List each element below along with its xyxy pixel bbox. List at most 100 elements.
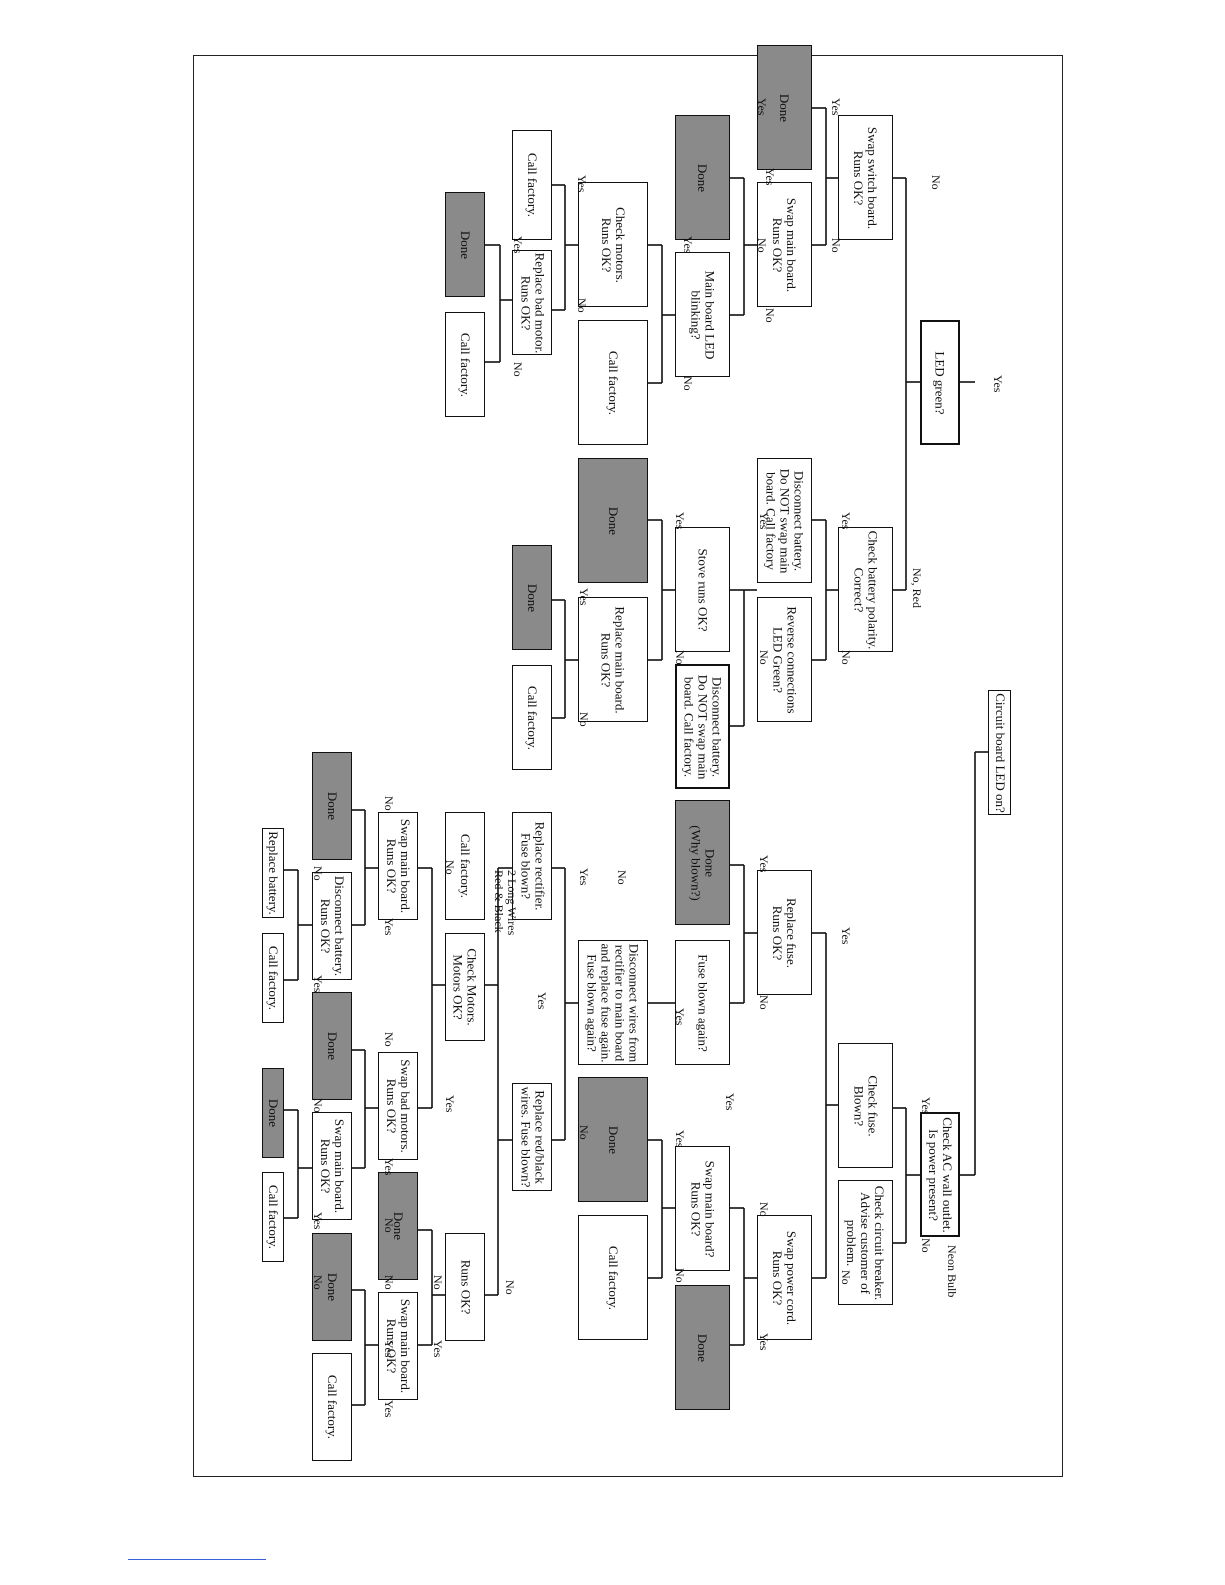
flow-node-swap-main-2: Swap main board? Runs OK? (675, 1146, 730, 1271)
flow-node-text: Check AC wall outlet. Is power present? (926, 1116, 956, 1233)
flow-node-text: Swap switch board. Runs OK? (851, 126, 881, 229)
flow-node-text: Check fuse. Blown? (851, 1074, 881, 1137)
branch-label: No (503, 1280, 517, 1295)
flow-node-call-factory-6: Call factory. (578, 1215, 648, 1340)
flow-node-text: Done (695, 163, 711, 192)
branch-label: No (757, 1202, 771, 1217)
flow-node-done-2: Done (675, 115, 730, 240)
footer-rule (128, 1559, 266, 1560)
flow-node-text: Done (457, 230, 473, 259)
flow-node-replace-main: Replace main board. Runs OK? (578, 597, 648, 722)
branch-label: No (577, 712, 591, 727)
flow-node-swap-main-1: Swap main board. Runs OK? (757, 182, 812, 307)
branch-label: Neon Bulb (945, 1245, 959, 1298)
branch-label: Yes (535, 992, 549, 1010)
flow-node-check-motors: Check motors. Runs OK? (578, 182, 648, 307)
flow-node-swap-main-4: Swap main board. Runs OK? (312, 1112, 352, 1220)
flow-node-text: Call factory. (266, 945, 282, 1011)
flow-node-reverse-connections: Reverse connections LED Green? (757, 597, 812, 722)
branch-label: Yes (575, 175, 589, 193)
branch-label: Yes (763, 168, 777, 186)
flow-node-text: Swap power cord. Runs OK? (770, 1230, 800, 1325)
flow-node-replace-bad-motor: Replace bad motor. Runs OK? (512, 250, 552, 355)
branch-label: Yes (829, 98, 843, 116)
branch-label: Yes (681, 236, 695, 254)
flow-node-text: Replace battery. (266, 831, 281, 915)
branch-label: Yes (311, 975, 325, 993)
flow-node-text: Done (324, 1031, 340, 1061)
diagram-frame (193, 55, 1063, 1477)
flow-node-text: Runs OK? (458, 1259, 473, 1315)
flow-node-text: Check Motors. Motors OK? (451, 948, 480, 1026)
flow-node-text: Check motors. Runs OK? (599, 206, 629, 283)
branch-label: Yes (991, 375, 1005, 393)
flow-node-text: Done (605, 506, 621, 535)
flow-node-done-3: Done (445, 192, 485, 297)
flow-node-swap-main-5: Swap main board. Runs OK? (378, 1292, 418, 1400)
branch-label: No (431, 1275, 445, 1290)
flow-node-text: Done (Why blown?) (688, 824, 718, 901)
flow-node-text: Replace bad motor. Runs OK? (518, 252, 547, 353)
branch-label: No (311, 1098, 325, 1113)
branch-label: Yes (673, 1008, 687, 1026)
branch-label: Yes (382, 918, 396, 936)
flow-node-swap-switch: Swap switch board. Runs OK? (838, 115, 893, 240)
flow-node-done-8: Done (312, 752, 352, 860)
flow-node-call-factory-8: Call factory. (262, 933, 284, 1023)
flow-node-replace-fuse: Replace fuse. Runs OK? (757, 870, 812, 995)
flow-node-text: Call factory. (605, 1245, 621, 1310)
branch-label: No (311, 1275, 325, 1290)
flow-node-call-factory-2: Call factory. (512, 130, 552, 240)
branch-label: No (443, 860, 457, 875)
flow-node-done-9: Done (312, 992, 352, 1100)
flow-node-stove-runs: Stove runs OK? (675, 527, 730, 652)
flow-node-text: Call factory. (325, 1374, 341, 1440)
branch-label: No (615, 870, 629, 885)
flow-node-done-10: Done (262, 1068, 284, 1158)
branch-label: No (382, 1218, 396, 1233)
flow-node-done-1: Done (757, 45, 812, 170)
branch-label: No (577, 1125, 591, 1140)
flow-node-text: Call factory. (458, 833, 474, 899)
branch-label: No (919, 1238, 933, 1253)
branch-label: Yes (757, 1333, 771, 1351)
branch-label: No (382, 1032, 396, 1047)
flow-node-text: Disconnect battery. Runs OK? (318, 875, 348, 977)
flow-node-swap-bad-motors: Swap bad motors. Runs OK? (378, 1052, 418, 1160)
branch-label: Yes (839, 512, 853, 530)
flow-node-replace-rectifier: Replace rectifier. Fuse blown? (512, 812, 552, 920)
branch-label: No (929, 175, 943, 190)
flow-node-text: Call factory. (525, 685, 541, 750)
flow-node-text: Swap bad motors. Runs OK? (384, 1059, 413, 1153)
branch-label: No (673, 650, 687, 665)
flow-node-replace-battery: Replace battery. (262, 828, 284, 918)
flow-node-text: Check battery polarity. Correct? (851, 530, 881, 649)
branch-label: No (681, 376, 695, 391)
flow-node-check-fuse: Check fuse. Blown? (838, 1043, 893, 1168)
flow-node-call-factory-1: Call factory. (578, 320, 648, 445)
branch-label: No (673, 1268, 687, 1283)
branch-label: No (311, 866, 325, 881)
flow-node-check-polarity: Check battery polarity. Correct? (838, 527, 893, 652)
branch-label: Yes (577, 868, 591, 886)
flow-node-text: Done (524, 583, 540, 612)
branch-label: No (757, 995, 771, 1010)
branch-label: Yes (511, 236, 525, 254)
flow-node-done-6: Done (578, 1077, 648, 1202)
flow-node-call-factory-9: Call factory. (262, 1172, 284, 1262)
flow-node-check-ac: Check AC wall outlet. Is power present? (920, 1112, 960, 1237)
branch-label: Yes (382, 1340, 396, 1358)
branch-label: No (382, 796, 396, 811)
branch-label: No (511, 362, 525, 377)
flow-node-text: Done (695, 1333, 711, 1362)
flow-node-text: Done (777, 93, 793, 122)
branch-label: Yes (382, 1400, 396, 1418)
flow-node-fuse-blown-again: Fuse blown again? (675, 940, 730, 1065)
flow-node-call-factory-4: Call factory. (445, 312, 485, 417)
flow-node-call-factory-7: Call factory. (445, 812, 485, 920)
branch-label: No (755, 238, 769, 253)
branch-label: No (763, 308, 777, 323)
flow-node-swap-main-3: Swap main board. Runs OK? (378, 812, 418, 920)
branch-label: No (829, 238, 843, 253)
